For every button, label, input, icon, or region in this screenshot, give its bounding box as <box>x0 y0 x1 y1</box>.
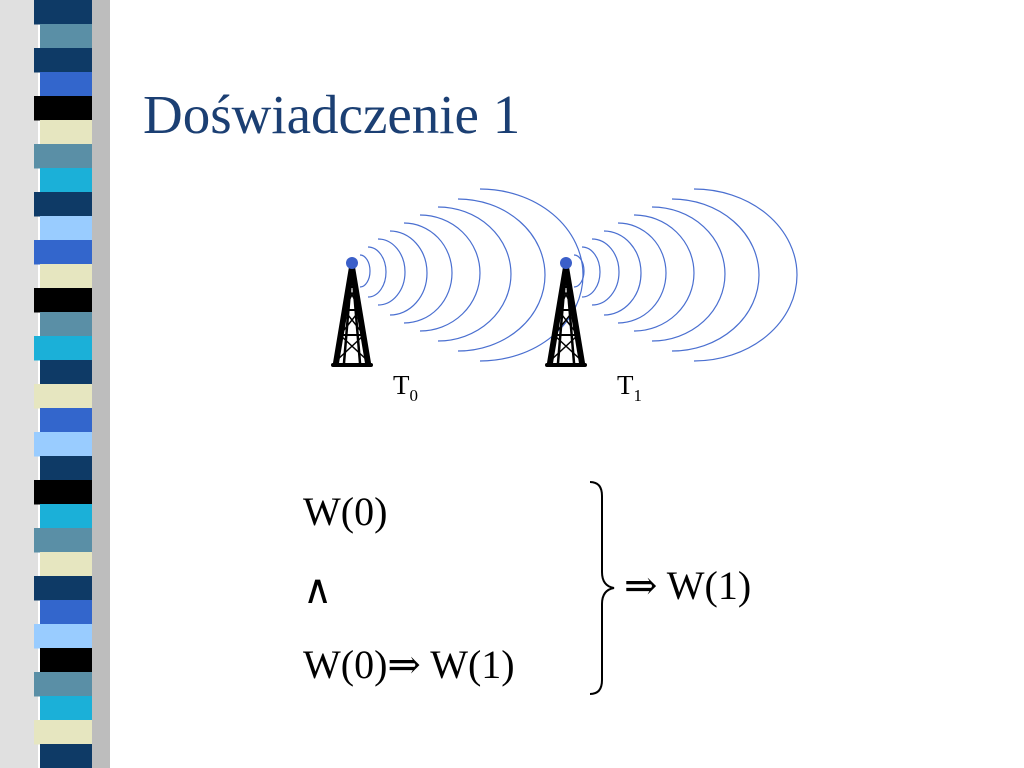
strip-band <box>34 624 92 649</box>
strip-band <box>40 168 92 193</box>
strip-band <box>40 72 92 97</box>
strip-band <box>40 552 92 577</box>
strip-band <box>34 144 92 169</box>
strip-band <box>40 360 92 385</box>
radio-towers-diagram <box>331 188 798 367</box>
strip-band <box>34 528 92 553</box>
right-curly-brace <box>589 481 615 695</box>
strip-band <box>40 24 92 49</box>
strip-bands <box>34 0 92 768</box>
tower-1 <box>545 257 587 367</box>
strip-band <box>40 408 92 433</box>
strip-band <box>34 672 92 697</box>
strip-band <box>40 600 92 625</box>
strip-band <box>40 648 92 673</box>
strip-band <box>34 576 92 601</box>
strip-band <box>40 264 92 289</box>
strip-band <box>34 384 92 409</box>
strip-band <box>40 312 92 337</box>
strip-band <box>34 336 92 361</box>
tower-0-tip <box>346 257 358 269</box>
formula-conclusion: ⇒ W(1) <box>624 563 752 608</box>
strip-band <box>34 720 92 745</box>
strip-band <box>40 216 92 241</box>
tower-0-label: T0 <box>393 370 418 405</box>
strip-band <box>40 696 92 721</box>
strip-band <box>34 288 92 313</box>
strip-band <box>34 48 92 73</box>
slide-title: Doświadczenie 1 <box>143 84 521 145</box>
strip-band <box>34 192 92 217</box>
strip-band <box>34 240 92 265</box>
tower-1-subscript: 1 <box>633 386 643 405</box>
decorative-side-strip <box>0 0 110 768</box>
tower-1-tip <box>560 257 572 269</box>
strip-band <box>40 456 92 481</box>
strip-band <box>34 480 92 505</box>
tower-0-subscript: 0 <box>409 386 419 405</box>
tower-1-waves <box>573 188 798 362</box>
strip-band <box>40 120 92 145</box>
strip-band <box>40 744 92 768</box>
tower-0-waves <box>359 188 584 362</box>
formula-premise-1: W(0) <box>303 489 388 534</box>
strip-band <box>34 0 92 25</box>
strip-band <box>34 96 92 121</box>
tower-1-label: T1 <box>617 370 642 405</box>
formula-premise-2: W(0)⇒ W(1) <box>303 642 515 687</box>
strip-band <box>34 432 92 457</box>
formula-and-symbol: ∧ <box>303 567 333 612</box>
tower-0 <box>331 257 373 367</box>
strip-band <box>40 504 92 529</box>
